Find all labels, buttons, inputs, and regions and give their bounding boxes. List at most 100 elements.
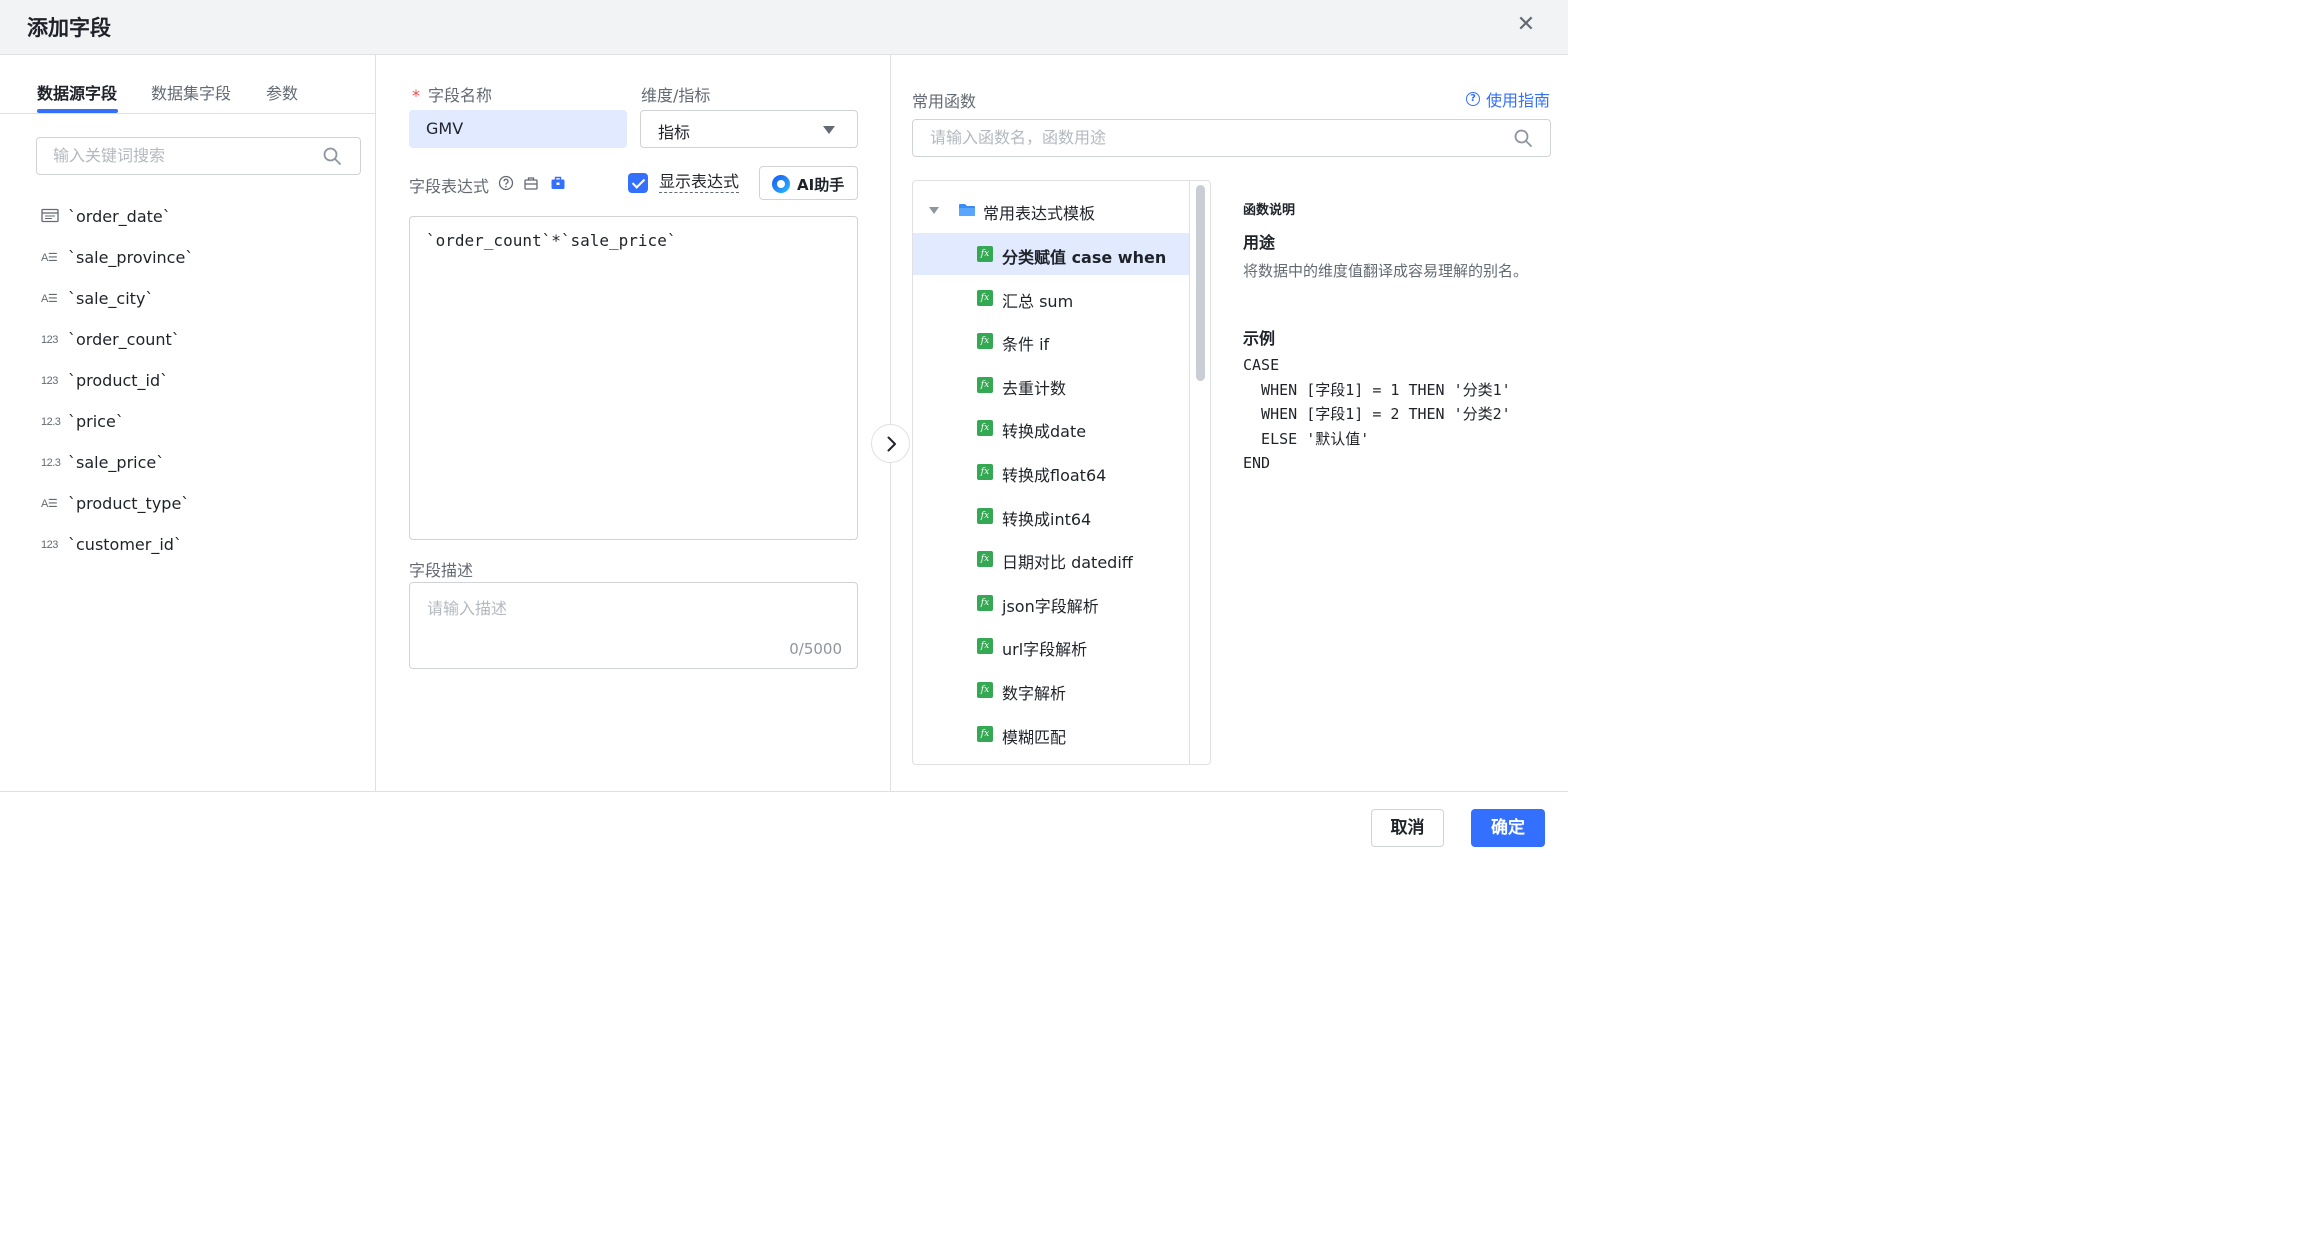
- field-item[interactable]: A☰`sale_province`: [41, 237, 361, 278]
- function-label: 转换成float64: [1002, 466, 1107, 485]
- tree-node-templates[interactable]: 常用表达式模板: [913, 191, 1189, 230]
- function-item[interactable]: fx 模糊匹配: [913, 713, 1189, 755]
- field-name: `customer_id`: [68, 535, 182, 554]
- function-search-box: [912, 119, 1551, 157]
- expand-panel-button[interactable]: [871, 424, 910, 463]
- confirm-button[interactable]: 确定: [1471, 809, 1545, 847]
- string-type-icon: A☰: [41, 498, 58, 510]
- function-item[interactable]: fx url字段解析: [913, 625, 1189, 667]
- tab-dataset-fields[interactable]: 数据集字段: [151, 84, 232, 103]
- function-label: 转换成int64: [1002, 509, 1092, 529]
- ai-assistant-icon: [772, 175, 790, 193]
- string-type-icon: A☰: [41, 252, 58, 264]
- function-desc-heading: 函数说明: [1243, 203, 1296, 218]
- question-icon: ?: [1466, 92, 1480, 106]
- toolbox-icon[interactable]: [523, 175, 539, 191]
- function-item[interactable]: fx 去重计数: [913, 364, 1189, 406]
- function-icon: fx: [977, 376, 993, 393]
- usage-guide-link[interactable]: ? 使用指南: [1466, 87, 1550, 111]
- function-label: url字段解析: [1002, 640, 1088, 660]
- close-icon[interactable]: ✕: [1516, 12, 1536, 37]
- field-search-input[interactable]: [53, 146, 313, 165]
- common-functions-title: 常用函数: [912, 92, 977, 111]
- footer-divider: [0, 791, 1568, 792]
- dialog-header: 添加字段 ✕: [0, 0, 1568, 55]
- folder-icon: [959, 204, 975, 216]
- dialog-title: 添加字段: [27, 16, 111, 40]
- field-name: `price`: [68, 412, 124, 431]
- field-name-label: *字段名称: [412, 82, 492, 106]
- dim-metric-value: 指标: [658, 123, 691, 142]
- left-divider: [375, 55, 376, 792]
- tree-root-label: 常用表达式模板: [983, 204, 1096, 223]
- calendar-icon: [41, 208, 63, 226]
- field-item[interactable]: 12.3 `sale_price`: [41, 442, 361, 483]
- int-type-icon: 123: [41, 374, 58, 387]
- active-tab-indicator: [37, 109, 118, 113]
- field-item[interactable]: 12.3 `price`: [41, 401, 361, 442]
- cancel-button[interactable]: 取消: [1371, 809, 1444, 847]
- briefcase-icon[interactable]: [550, 175, 566, 191]
- function-label: 模糊匹配: [1002, 727, 1067, 747]
- function-item[interactable]: fx 转换成float64: [913, 451, 1189, 493]
- function-icon: fx: [977, 725, 993, 742]
- function-icon: fx: [977, 507, 993, 524]
- float-type-icon: 12.3: [41, 456, 61, 469]
- desc-char-count: 0/5000: [789, 640, 842, 658]
- show-expr-checkbox[interactable]: [628, 173, 648, 193]
- field-list: `order_date`A☰`sale_province`A☰`sale_cit…: [41, 196, 361, 565]
- search-icon[interactable]: [1513, 128, 1533, 148]
- function-icon: fx: [977, 638, 993, 655]
- int-type-icon: 123: [41, 333, 58, 346]
- field-item[interactable]: 123`product_id`: [41, 360, 361, 401]
- search-icon[interactable]: [322, 146, 342, 166]
- function-label: 日期对比 datediff: [1002, 553, 1133, 573]
- function-label: 条件 if: [1002, 335, 1050, 355]
- field-item[interactable]: A☰ `product_type`: [41, 483, 361, 524]
- function-icon: fx: [977, 289, 993, 306]
- tab-params[interactable]: 参数: [266, 84, 299, 103]
- dim-metric-select[interactable]: 指标: [640, 110, 858, 148]
- field-name: `order_count`: [68, 330, 180, 349]
- desc-textarea[interactable]: [427, 595, 837, 635]
- tab-datasource-fields[interactable]: 数据源字段: [37, 84, 118, 103]
- function-item[interactable]: fx 日期对比 datediff: [913, 538, 1189, 580]
- function-search-input[interactable]: [930, 128, 1500, 147]
- expression-editor[interactable]: `order_count`*`sale_price`: [409, 216, 858, 540]
- float-type-icon: 12.3: [41, 415, 61, 428]
- tree-scrollbar[interactable]: [1196, 185, 1205, 381]
- function-icon: fx: [977, 420, 993, 437]
- ai-assistant-label: AI助手: [797, 176, 845, 194]
- function-label: 去重计数: [1002, 378, 1067, 398]
- caret-down-icon: [823, 126, 835, 134]
- function-icon: fx: [977, 551, 993, 568]
- field-item[interactable]: 123 `order_count`: [41, 319, 361, 360]
- dim-metric-label: 维度/指标: [641, 86, 711, 105]
- field-item[interactable]: 123`customer_id`: [41, 524, 361, 565]
- field-name-input[interactable]: GMV: [409, 110, 627, 148]
- desc-label: 字段描述: [409, 561, 474, 580]
- required-mark: *: [412, 86, 420, 105]
- show-expr-label[interactable]: 显示表达式: [659, 172, 740, 193]
- tree-scroll-track: [1189, 181, 1190, 764]
- usage-text: 将数据中的维度值翻译成容易理解的别名。: [1243, 262, 1529, 280]
- function-label: json字段解析: [1002, 596, 1099, 616]
- chevron-right-icon: [887, 436, 896, 452]
- help-icon[interactable]: [498, 175, 514, 191]
- string-type-icon: A☰: [41, 293, 58, 305]
- field-item[interactable]: A☰`sale_city`: [41, 278, 361, 319]
- caret-down-icon[interactable]: [929, 207, 939, 214]
- ai-assistant-button[interactable]: AI助手: [759, 166, 858, 200]
- field-name: `sale_price`: [68, 453, 165, 472]
- function-item[interactable]: fx 转换成int64: [913, 495, 1189, 537]
- function-icon: fx: [977, 464, 993, 480]
- example-heading: 示例: [1243, 329, 1276, 348]
- field-name: `product_type`: [68, 494, 190, 513]
- field-item[interactable]: `order_date`: [41, 196, 361, 237]
